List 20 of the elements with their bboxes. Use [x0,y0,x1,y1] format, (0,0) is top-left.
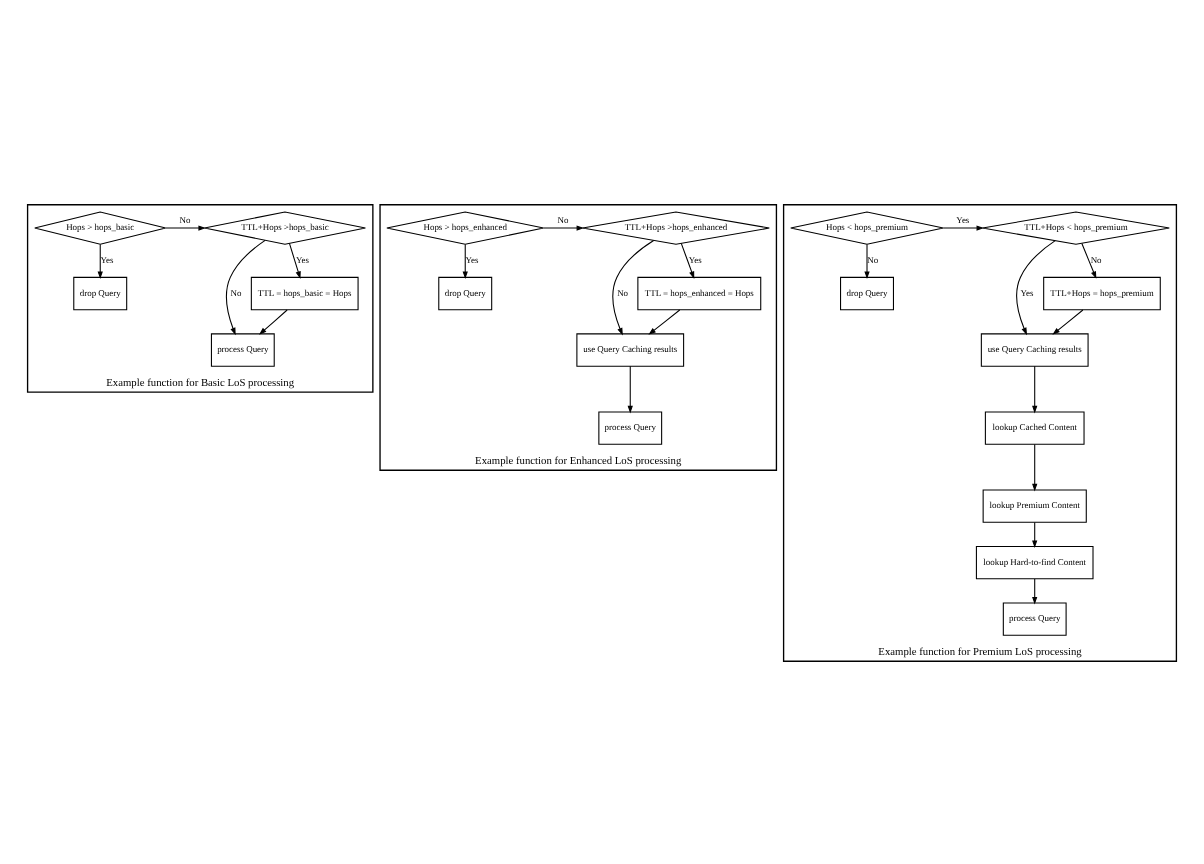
arrow [259,308,288,334]
arrow [288,241,301,278]
arrow [627,364,633,413]
arrow [462,242,468,278]
arrow [612,239,655,335]
arrow [1081,241,1097,278]
arrow [864,242,870,278]
arrow [680,241,695,278]
arrow [225,238,266,335]
arrow [648,308,681,334]
arrow [1032,577,1038,604]
arrow [1032,521,1038,547]
arrow [1016,239,1056,335]
arrow [1032,364,1038,413]
arrow [1052,308,1084,334]
arrow [543,224,585,230]
arrow [97,242,103,278]
arrow [165,224,206,230]
arrow [942,224,985,230]
arrow [1032,442,1038,491]
